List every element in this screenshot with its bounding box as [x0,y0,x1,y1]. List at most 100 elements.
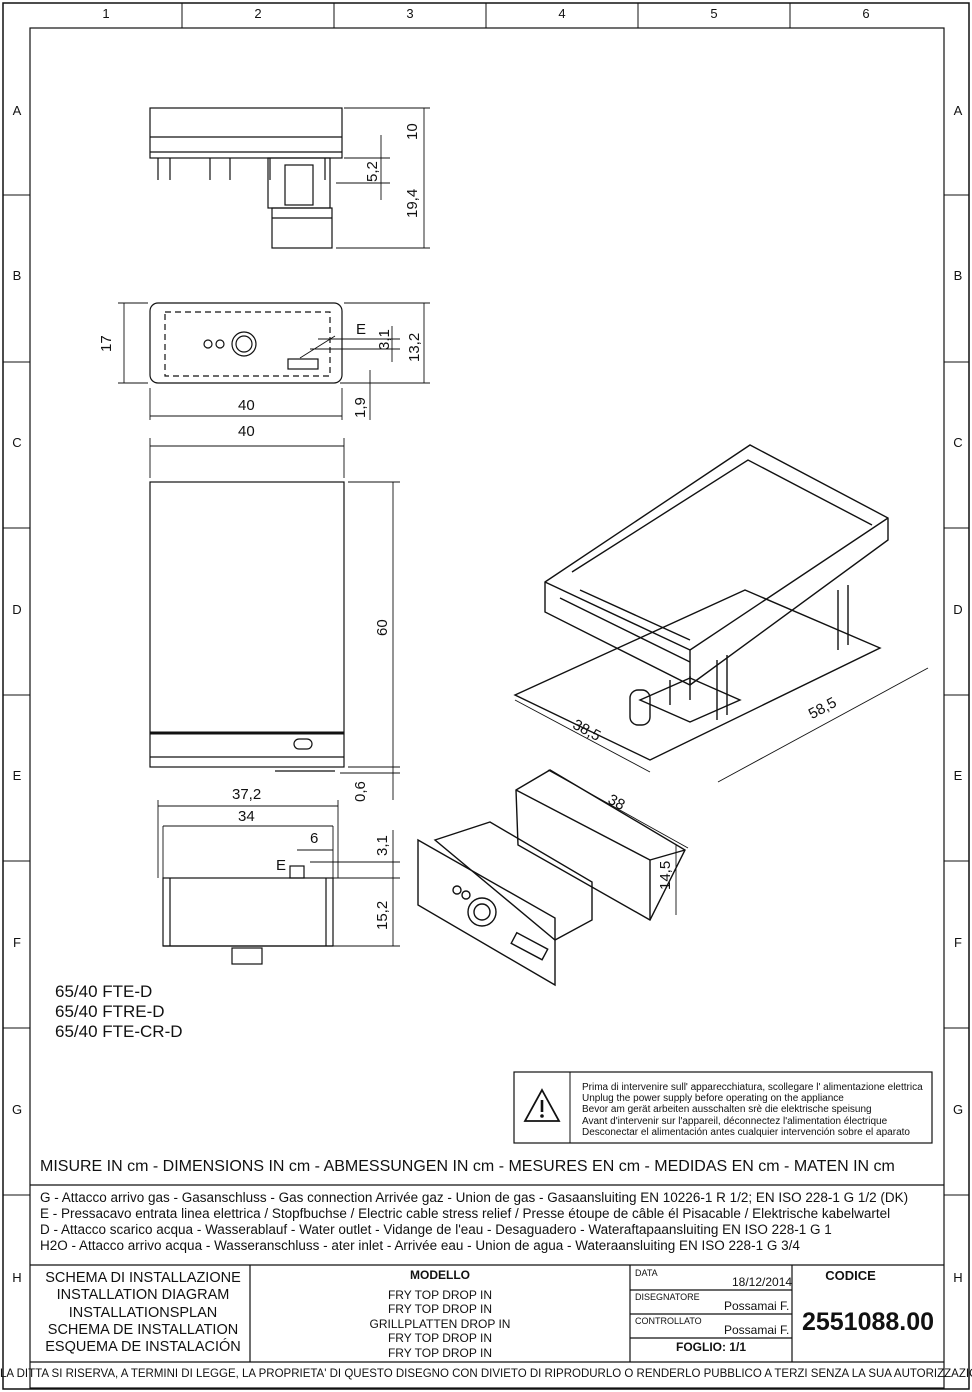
row-label: G [11,1102,23,1117]
warning-line: Avant d'intervenir sur l'appareil, décon… [582,1115,888,1127]
front-section [162,865,334,965]
warning-line: Bevor am gerät arbeiten ausschalten srè … [582,1104,872,1116]
diagram-title: SCHEMA DE INSTALLATION [47,1321,239,1338]
iso-fry-top [513,444,889,761]
control-panel-view [149,302,343,384]
warning-line: Prima di intervenire sull' apparecchiatu… [582,1082,923,1093]
model-name: 65/40 FTE-CR-D [55,1022,183,1041]
dim-label: 34 [238,808,255,825]
warning-text: Prima di intervenire sull' apparecchiatu… [582,1082,923,1138]
column-label: 1 [102,6,110,21]
row-label: D [12,602,22,617]
title-block-grid [30,1184,944,1363]
model-list: 65/40 FTE-D 65/40 FTRE-D 65/40 FTE-CR-D [55,982,183,1042]
connection-legend: G - Attacco arrivo gas - Gasanschluss - … [40,1190,908,1254]
designer-label: DISEGNATORE [635,1292,700,1302]
dim-label: 13,2 [406,332,423,362]
row-label: C [12,435,22,450]
column-grid [181,3,791,28]
dim-label: E [356,321,367,338]
date-label: DATA [635,1268,658,1278]
legend-line: H2O - Attacco arrivo acqua - Wasseransch… [40,1238,800,1253]
row-grid [3,194,969,1196]
code-label: CODICE [825,1268,876,1283]
row-label: H [953,1270,963,1285]
row-label: E [12,768,22,783]
dim-label: 0,6 [352,781,369,802]
side-dim-lines [336,107,430,249]
dim-label: 3,1 [376,329,393,350]
row-label: C [953,435,963,450]
column-label: 3 [406,6,414,21]
dim-label: 40 [238,397,255,414]
row-label: G [952,1102,964,1117]
units-line: MISURE IN cm - DIMENSIONS IN cm - ABMESS… [40,1158,895,1175]
iso-dim-lines [514,667,929,783]
dim-label: 14,5 [657,860,674,890]
diagram-titles: SCHEMA DI INSTALLAZIONE INSTALLATION DIA… [36,1270,250,1356]
row-label: A [12,103,22,118]
diagram-title: INSTALLATIONSPLAN [68,1304,218,1321]
row-label: A [953,103,963,118]
dim-label: 10 [404,123,421,140]
dim-label: 60 [374,619,391,636]
column-label: 5 [710,6,718,21]
row-label: F [13,935,21,950]
side-elevation [149,107,343,249]
dim-label: 5,2 [364,161,381,182]
row-label: F [954,935,962,950]
model-name-line: FRY TOP DROP IN [387,1331,493,1346]
plan-dim-lines [149,438,400,800]
model-name-line: FRY TOP DROP IN [387,1288,493,1302]
column-label: 2 [254,6,262,21]
front-dim-lines [157,800,400,947]
dim-label: 17 [98,335,115,352]
box-dim-lines [547,769,689,915]
column-label: 6 [862,6,870,21]
column-label: 4 [558,6,566,21]
model-name-line: FRY TOP DROP IN [387,1345,493,1360]
checker-value: Possamai F. [724,1323,790,1337]
diagram-title: INSTALLATION DIAGRAM [56,1287,230,1304]
legend-line: E - Pressacavo entrata linea elettrica /… [40,1206,891,1221]
model-names: FRY TOP DROP IN FRY TOP DROP IN GRILLPLA… [250,1288,630,1360]
warning-line: Unplug the power supply before operating… [582,1093,844,1105]
model-name: 65/40 FTRE-D [55,1002,165,1021]
dim-label: 19,4 [404,188,421,218]
diagram-title: ESQUEMA DE INSTALACIÓN [45,1339,241,1356]
model-name-line: GRILLPLATTEN DROP IN [369,1316,511,1331]
iso-box [417,769,686,987]
panel-dim-lines [118,302,430,420]
plan-view [149,481,345,772]
dim-label: 6 [310,830,319,847]
designer-value: Possamai F. [724,1299,790,1313]
row-label: B [12,268,22,283]
dim-label: 3,1 [374,835,391,856]
row-label: E [953,768,963,783]
code-value: 2551088.00 [801,1308,935,1336]
legend-line: D - Attacco scarico acqua - Wasserablauf… [40,1222,832,1237]
warning-box [513,1071,933,1144]
date-value: 18/12/2014 [732,1275,793,1289]
row-label: H [12,1270,22,1285]
dim-label: E [276,857,287,874]
checked-label: CONTROLLATO [635,1316,702,1326]
model-name-line: FRY TOP DROP IN [387,1302,493,1317]
model-label: MODELLO [410,1268,470,1282]
diagram-title: SCHEMA DI INSTALLAZIONE [45,1270,241,1286]
sheet-number: FOGLIO: 1/1 [675,1340,746,1354]
dim-label: 40 [238,423,255,440]
dim-label: 1,9 [352,397,369,418]
warning-triangle-icon [522,1086,562,1126]
footer-notice: LA DITTA SI RISERVA, A TERMINI DI LEGGE,… [0,1368,972,1380]
dim-label: 15,2 [374,900,391,930]
legend-line: G - Attacco arrivo gas - Gasanschluss - … [40,1190,909,1205]
warning-line: Desconectar el alimentación antes cualqu… [582,1126,910,1138]
row-label: B [953,268,963,283]
model-name: 65/40 FTE-D [55,982,153,1001]
dim-label: 37,2 [232,786,262,803]
row-label: D [953,602,963,617]
inner-border [29,27,945,1389]
